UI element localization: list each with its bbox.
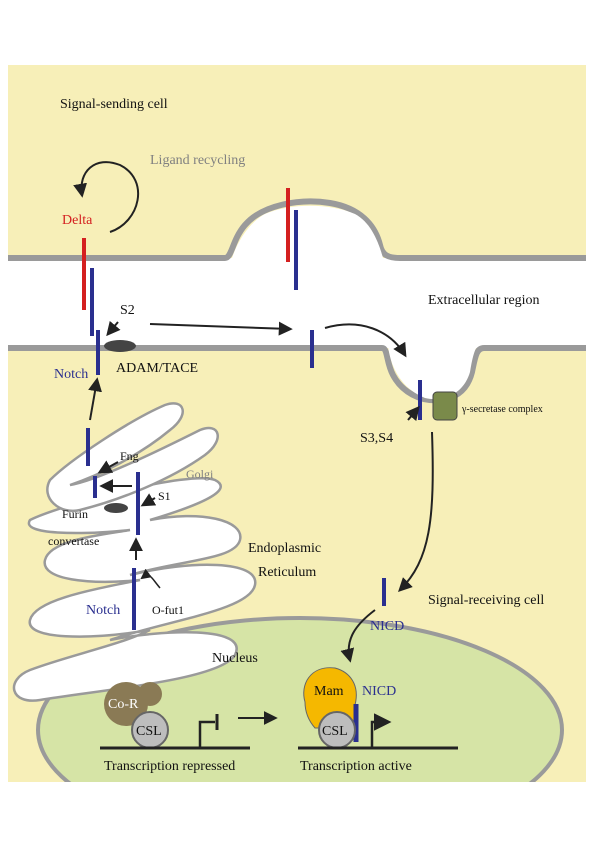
label-golgi: Golgi <box>186 467 214 481</box>
promoter-active <box>370 713 392 748</box>
nicd-nuclear-import-arrow <box>340 609 376 663</box>
label-ligand-recycling: Ligand recycling <box>150 153 245 168</box>
label-extracellular-region: Extracellular region <box>428 293 540 308</box>
promoter-repressed <box>198 720 215 748</box>
label-s1: S1 <box>158 489 171 503</box>
label-fng: Fng <box>120 449 139 463</box>
label-gamma-secretase: γ-secretase complex <box>461 404 543 415</box>
label-endoplasmic: Endoplasmic <box>248 541 321 556</box>
label-transcription-repressed: Transcription repressed <box>104 759 235 774</box>
label-furin: Furin <box>62 507 88 521</box>
label-s2: S2 <box>120 303 135 318</box>
s1-cleavage-arrow <box>140 493 157 507</box>
label-csl-active: CSL <box>322 724 348 739</box>
label-s3-s4: S3,S4 <box>360 431 393 446</box>
o-fut1-arrow <box>140 568 161 589</box>
label-co-r: Co-R <box>108 697 139 712</box>
label-signal-sending-cell: Signal-sending cell <box>60 97 168 112</box>
nicd-release-arrow <box>398 431 434 592</box>
label-nicd-nucleus: NICD <box>362 684 396 699</box>
label-delta: Delta <box>62 213 93 228</box>
adam-tace-protease <box>104 340 136 352</box>
page-bottom-mask <box>0 782 595 842</box>
gamma-secretase-complex <box>432 391 458 421</box>
label-notch-membrane: Notch <box>54 367 88 382</box>
sending-cell-membrane <box>8 198 586 261</box>
fng-arrow <box>97 460 119 474</box>
s2-cleavage-arrow <box>106 320 121 337</box>
label-nucleus: Nucleus <box>212 651 258 666</box>
next-to-pit-arrow <box>324 323 407 358</box>
label-mam: Mam <box>314 684 344 699</box>
label-nicd: NICD <box>370 619 404 634</box>
label-notch-er: Notch <box>86 603 120 618</box>
ligand-recycling-arrow <box>73 161 139 233</box>
golgi-apparatus <box>46 402 219 513</box>
endocytic-bulge <box>232 205 383 258</box>
furin-convertase-enzyme <box>104 503 128 513</box>
golgi-to-membrane-arrow <box>88 377 102 421</box>
label-o-fut1: O-fut1 <box>152 603 184 617</box>
label-signal-receiving-cell: Signal-receiving cell <box>428 593 544 608</box>
label-transcription-active: Transcription active <box>300 759 412 774</box>
co-repressor <box>104 682 148 726</box>
endocytic-pit <box>388 345 478 400</box>
label-csl-repressed: CSL <box>136 724 162 739</box>
label-convertase: convertase <box>48 534 99 548</box>
label-adam-tace: ADAM/TACE <box>116 361 198 376</box>
s2-to-next-arrow <box>149 321 293 336</box>
s3-s4-cleavage-arrow <box>405 405 420 422</box>
label-reticulum: Reticulum <box>258 565 316 580</box>
co-repressor-lobe <box>138 682 162 706</box>
